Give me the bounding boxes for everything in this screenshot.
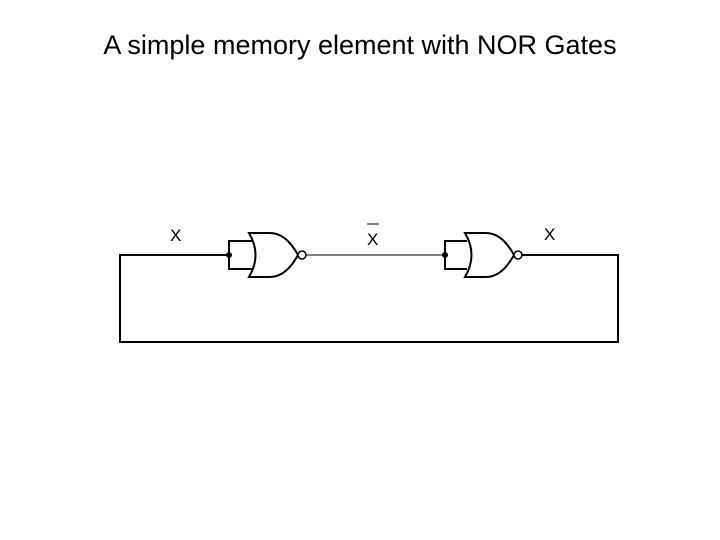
gate-2-input-junction — [442, 252, 448, 258]
nor-gate-2 — [463, 232, 516, 278]
nor-gate-1 — [247, 232, 300, 278]
nor-gate-2-inversion-bubble — [513, 250, 523, 260]
gate-1-input-junction — [226, 252, 232, 258]
slide-title: A simple memory element with NOR Gates — [103, 30, 617, 60]
x-bar-label: X — [367, 230, 378, 249]
input-x-label: X — [170, 226, 181, 245]
gate-1-input-tie — [228, 240, 252, 270]
nor-gate-1-inversion-bubble — [297, 250, 307, 260]
feedback-loop-wire — [119, 254, 619, 343]
gate-2-input-tie — [444, 240, 467, 270]
output-x-label: X — [544, 225, 555, 244]
